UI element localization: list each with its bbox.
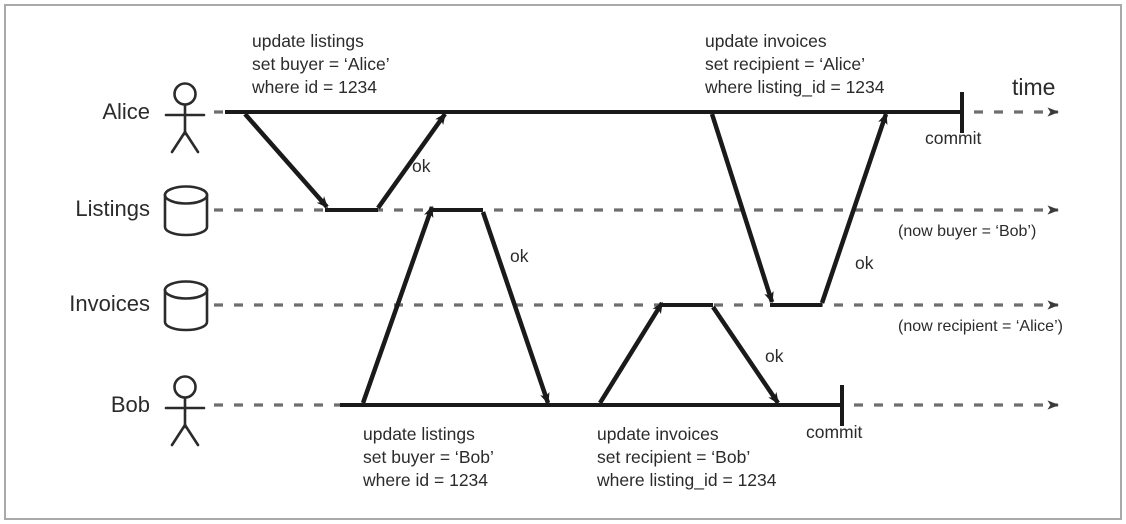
lifeline-label-bob: Bob xyxy=(110,392,150,417)
bob-query2-line-1: update invoices xyxy=(597,424,719,444)
ok-label-listings-to-bob: ok xyxy=(510,246,529,266)
arrow-alice-to-invoices xyxy=(709,113,775,304)
commit-label-alice: commit xyxy=(925,128,982,148)
bob-query-line-2: set buyer = ‘Bob’ xyxy=(363,447,494,467)
ok-label-invoices-to-bob: ok xyxy=(765,346,784,366)
bob-query2-line-3: where listing_id = 1234 xyxy=(597,470,777,490)
bob-query-line-1: update listings xyxy=(363,424,475,444)
lifeline-label-alice: Alice xyxy=(102,99,150,124)
arrow-listings-to-bob-ok xyxy=(480,211,551,405)
arrow-listings-to-alice-ok xyxy=(376,112,447,210)
actor-icon-alice xyxy=(164,82,206,154)
database-icon-listings xyxy=(163,185,209,237)
arrow-bob-to-listings xyxy=(360,205,435,404)
arrow-alice-to-listings xyxy=(243,112,329,209)
lifeline-label-invoices: Invoices xyxy=(69,291,150,316)
note-listings-state: (now buyer = ‘Bob’) xyxy=(898,223,1037,240)
arrow-invoices-to-bob-ok xyxy=(711,305,780,405)
alice-query2-line-2: set recipient = ‘Alice’ xyxy=(705,54,866,74)
ok-label-listings-to-alice: ok xyxy=(412,156,431,176)
alice-query-line-1: update listings xyxy=(252,31,364,51)
bob-query2-line-2: set recipient = ‘Bob’ xyxy=(597,447,751,467)
database-icon-invoices xyxy=(163,280,209,332)
commit-label-bob: commit xyxy=(806,422,863,442)
note-invoices-state: (now recipient = ‘Alice’) xyxy=(898,318,1063,335)
alice-query-line-3: where id = 1234 xyxy=(252,77,378,97)
lifeline-label-listings: Listings xyxy=(75,196,150,221)
alice-query-line-2: set buyer = ‘Alice’ xyxy=(252,54,390,74)
arrow-bob-to-invoices xyxy=(598,301,664,405)
alice-query2-line-3: where listing_id = 1234 xyxy=(705,77,885,97)
ok-label-invoices-to-alice: ok xyxy=(855,253,874,273)
alice-query2-line-1: update invoices xyxy=(705,31,827,51)
time-axis-label: time xyxy=(1012,74,1056,100)
bob-query-line-3: where id = 1234 xyxy=(363,470,489,490)
arrow-invoices-to-alice-ok xyxy=(819,112,889,304)
actor-icon-bob xyxy=(164,375,206,447)
